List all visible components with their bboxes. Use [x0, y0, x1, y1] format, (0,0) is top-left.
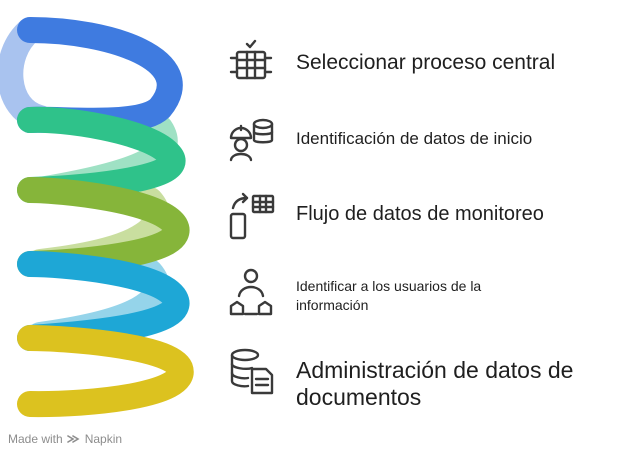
database-document-icon: [230, 348, 274, 395]
spiral-spring-graphic: [0, 17, 194, 418]
item-label-5: Administración de datos de documentos: [296, 357, 574, 411]
worker-database-icon: [229, 118, 274, 162]
item-label-2: Identificación de datos de inicio: [296, 129, 533, 148]
watermark-made-with: Made with: [8, 432, 63, 446]
server-rack-icon: [229, 39, 273, 80]
user-hierarchy-icon: [229, 268, 273, 316]
spring-strand-blue: [17, 17, 183, 134]
mobile-data-flow-icon: [229, 192, 275, 240]
item-label-1: Seleccionar proceso central: [296, 51, 556, 74]
napkin-watermark: Made with Napkin: [8, 432, 122, 446]
spring-strand-yellow: [17, 325, 194, 418]
item-label-4: Identificar a los usuarios de la informa…: [296, 278, 482, 313]
spring-back-1: [0, 17, 53, 131]
watermark-brand: Napkin: [84, 432, 123, 446]
napkin-logo-icon: [66, 435, 80, 443]
item-label-3: Flujo de datos de monitoreo: [296, 203, 544, 225]
